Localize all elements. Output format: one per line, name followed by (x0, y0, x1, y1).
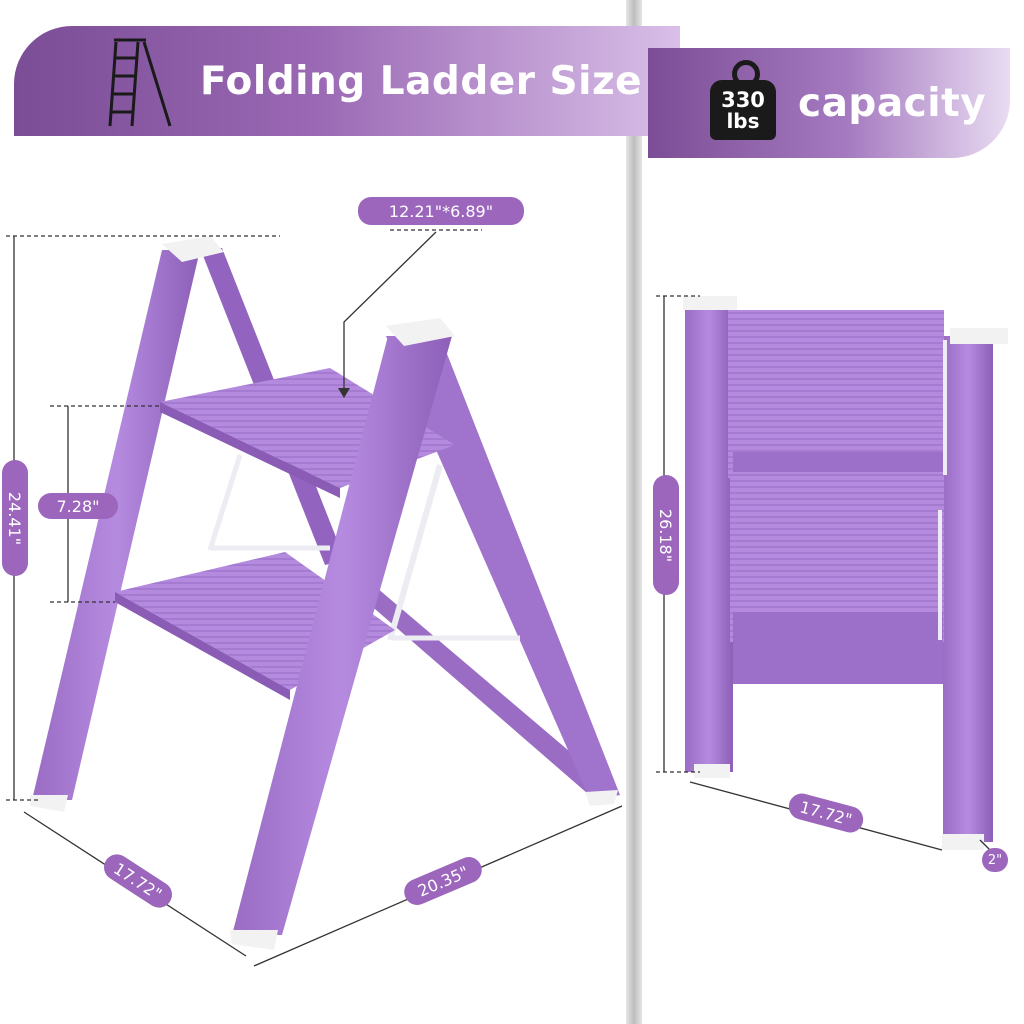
left-banner-title: Folding Ladder Size (200, 58, 643, 104)
right-banner-title: capacity (798, 80, 987, 126)
step-spacing-dimension: 7.28" (38, 493, 118, 519)
height-folded-dimension: 26.18" (653, 475, 679, 595)
foot-cap-right (585, 790, 618, 806)
folded-ladder (683, 296, 1008, 850)
ladder-icon (108, 38, 172, 127)
top-step-dimension: 12.21"*6.89" (358, 197, 524, 225)
right-banner: 330 lbs capacity (648, 48, 1010, 158)
folded-leg-right (943, 336, 993, 842)
rear-leg-right (386, 336, 620, 800)
left-banner: Folding Ladder Size (14, 26, 680, 136)
thickness-folded-dimension: 2" (982, 848, 1008, 872)
open-ladder (30, 236, 620, 950)
folded-step-top (728, 310, 944, 478)
top-cap-right (386, 318, 455, 346)
front-leg-left (32, 250, 200, 800)
weight-unit: lbs (726, 108, 760, 133)
folded-cap-right (950, 328, 1008, 344)
panel-divider (626, 0, 642, 1024)
foot-cap-left (30, 795, 68, 812)
weight-icon: 330 lbs (710, 60, 776, 142)
foot-cap-front (230, 930, 278, 950)
weight-value: 330 (721, 87, 765, 112)
height-open-dimension: 24.41" (2, 460, 28, 576)
top-cap-left (162, 236, 224, 262)
back-leg-lower (330, 565, 615, 800)
folded-leg-left (685, 302, 733, 772)
front-leg-right (232, 336, 452, 935)
folded-cap-left (683, 296, 737, 310)
